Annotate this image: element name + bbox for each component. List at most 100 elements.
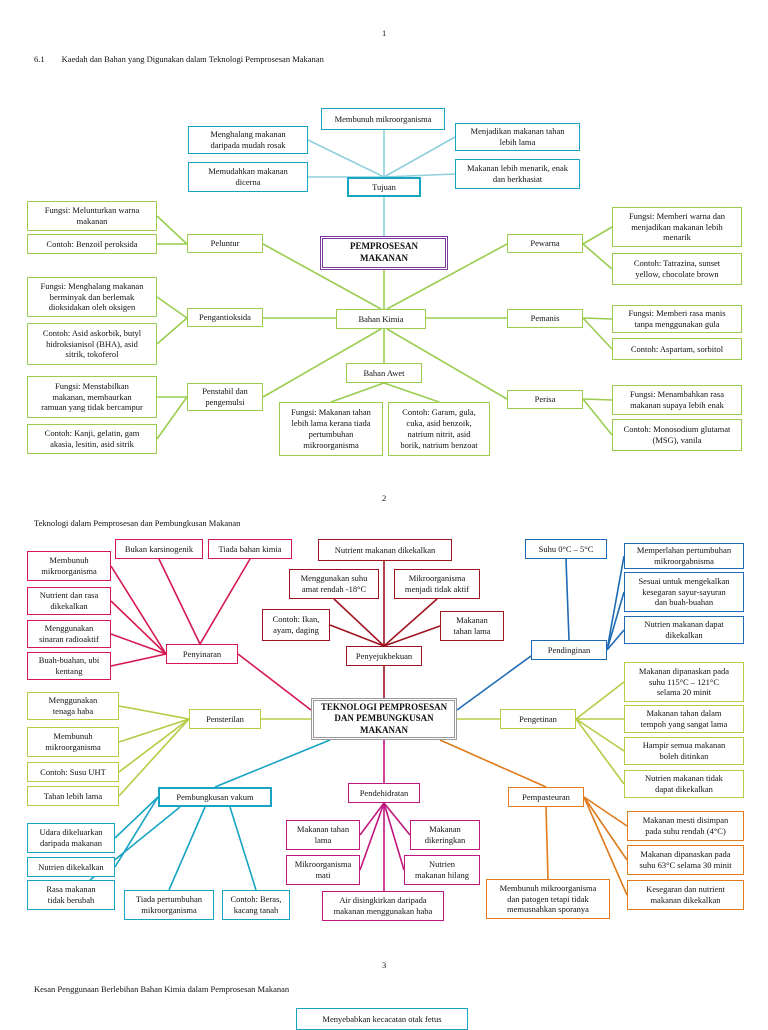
connector-line <box>606 591 625 651</box>
connector-line <box>114 796 159 839</box>
pensterilan-0-box: Menggunakan tenaga haba <box>27 692 119 720</box>
connector-line <box>156 396 188 440</box>
page-number-3: 3 <box>382 960 387 970</box>
penstabil-fungsi-box: Fungsi: Menstabilkan makanan, membaurkan… <box>27 376 157 418</box>
t-item-4-box: Makanan lebih menarik, enak dan berkhasi… <box>455 159 580 189</box>
connector-line <box>110 653 167 667</box>
t-item-3-box: Memudahkan makanan dicerna <box>188 162 308 192</box>
section2-heading: Teknologi dalam Pemprosesan dan Pembungk… <box>34 518 241 528</box>
pendehidratan-0-box: Makanan tahan lama <box>286 820 360 850</box>
center-teknologi-box: TEKNOLOGI PEMPROSESAN DAN PEMBUNGKUSAN M… <box>311 698 457 740</box>
penyinaran-left-0-box: Membunuh mikroorganisma <box>27 551 111 581</box>
connector-line <box>606 555 625 651</box>
penyinaran-left-1-box: Nutrient dan rasa dikekalkan <box>27 587 111 615</box>
connector-line <box>383 382 440 403</box>
connector-line <box>237 653 312 711</box>
connector-line <box>156 296 188 319</box>
penyinaran-left-2-box: Menggunakan sinaran radioaktif <box>27 620 111 648</box>
connector-line <box>330 382 385 403</box>
connector-line <box>383 802 411 836</box>
connector-line <box>359 802 385 836</box>
pendehidratan-1-box: Makanan dikeringkan <box>410 820 480 850</box>
section3-heading: Kesan Penggunaan Berlebihan Bahan Kimia … <box>34 984 290 994</box>
penstabil-box: Penstabil dan pengemulsi <box>187 383 263 411</box>
pempasteuran-box: Pempasteuran <box>508 787 584 807</box>
connector-line <box>229 806 257 891</box>
connector-line <box>110 633 167 655</box>
vakum-3-box: Tiada pertumbuhan mikroorganisma <box>124 890 214 920</box>
connector-line <box>606 629 625 651</box>
connector-line <box>214 739 331 788</box>
connector-line <box>118 718 190 797</box>
pengetinan-3-box: Nutrien makanan tidak dapat dikekalkan <box>624 770 744 798</box>
t-item-0-box: Membunuh mikroorganisma <box>321 108 445 130</box>
pengetinan-0-box: Makanan dipanaskan pada suhu 115°C – 121… <box>624 662 744 702</box>
penyinaran-box: Penyinaran <box>166 644 238 664</box>
suhu-box: Suhu 0°C – 5°C <box>525 539 607 559</box>
connector-line <box>118 718 190 743</box>
connector-line <box>583 796 628 827</box>
penyejuk-1-box: Menggunakan suhu amat rendah -18°C <box>289 569 379 599</box>
pempasteuran-2-box: Makanan dipanaskan pada suhu 63°C selama… <box>627 845 744 875</box>
connector-line <box>307 139 385 178</box>
peluntur-box: Peluntur <box>187 234 263 253</box>
connector-line <box>199 558 251 645</box>
section3-item-box: Menyebabkan kecacatan otak fetus <box>296 1008 468 1030</box>
connector-line <box>156 317 188 345</box>
penyejukbekuan-box: Penyejukbekuan <box>346 646 422 666</box>
connector-line <box>383 625 441 647</box>
connector-line <box>583 796 628 896</box>
pendinginan-0-box: Memperlahan pertumbuhan mikroorgabnisma <box>624 543 744 569</box>
peluntur-contoh-box: Contoh: Benzoil peroksida <box>27 234 157 254</box>
connector-line <box>582 398 613 436</box>
pewarna-box: Pewarna <box>507 234 583 253</box>
center-pemprosesan-box: PEMPROSESAN MAKANAN <box>320 236 448 270</box>
connector-line <box>582 243 613 270</box>
pemanis-fungsi-box: Fungsi: Memberi rasa manis tanpa menggun… <box>612 305 742 333</box>
connector-line <box>386 243 508 310</box>
penyinaran-top-1-box: Tiada bahan kimia <box>208 539 292 559</box>
connector-line <box>333 598 385 647</box>
pengetinan-box: Pengetinan <box>500 709 576 729</box>
connector-line <box>583 796 628 861</box>
connector-line <box>575 681 625 720</box>
awet-contoh-box: Contoh: Garam, gula, cuka, asid benzoik,… <box>388 402 490 456</box>
penstabil-contoh-box: Contoh: Kanji, gelatin, gam akasia, lesi… <box>27 424 157 454</box>
connector-line <box>383 802 405 871</box>
vakum-2-box: Rasa makanan tidak berubah <box>27 880 115 910</box>
vakum-4-box: Contoh: Beras, kacang tanah <box>222 890 290 920</box>
pendehidratan-3-box: Nutrien makanan hilang <box>404 855 480 885</box>
pendehidratan-2-box: Mikroorganisma mati <box>286 855 360 885</box>
connector-line <box>545 806 549 880</box>
penyejuk-0-box: Nutrient makanan dikekalkan <box>318 539 452 561</box>
awet-fungsi-box: Fungsi: Makanan tahan lebih lama kerana … <box>279 402 383 456</box>
connector-line <box>582 226 613 245</box>
t-item-1-box: Menghalang makanan daripada mudah rosak <box>188 126 308 154</box>
pewarna-contoh-box: Contoh: Tatrazina, sunset yellow, chocol… <box>612 253 742 285</box>
connector-line <box>359 802 385 871</box>
page-number-2: 2 <box>382 493 387 503</box>
pendehidratan-box: Pendehidratan <box>348 783 420 803</box>
connector-line <box>262 243 382 310</box>
perisa-box: Perisa <box>507 390 583 409</box>
bahan-kimia-box: Bahan Kimia <box>336 309 426 329</box>
connector-line <box>456 655 532 711</box>
connector-line <box>262 328 382 398</box>
connector-line <box>118 718 190 773</box>
pendehidratan-4-box: Air disingkirkan daripada makanan menggu… <box>322 891 444 921</box>
connector-line <box>118 705 190 720</box>
connector-line <box>575 718 625 785</box>
pewarna-fungsi-box: Fungsi: Memberi warna dan menjadikan mak… <box>612 207 742 247</box>
pensterilan-1-box: Membunuh mikroorganisma <box>27 727 119 757</box>
pempasteuran-1-box: Makanan mesti disimpan pada suhu rendah … <box>627 811 744 841</box>
connector-line <box>329 624 385 647</box>
connector-line <box>110 600 167 655</box>
vakum-box: Pembungkusan vakum <box>158 787 272 807</box>
penyejuk-2-box: Mikroorganisma menjadi tidak aktif <box>394 569 480 599</box>
pendinginan-2-box: Nutrien makanan dapat dikekalkan <box>624 616 744 644</box>
connector-line <box>156 215 188 245</box>
connector-line <box>386 328 508 400</box>
penyinaran-top-0-box: Bukan karsinogenik <box>115 539 203 559</box>
